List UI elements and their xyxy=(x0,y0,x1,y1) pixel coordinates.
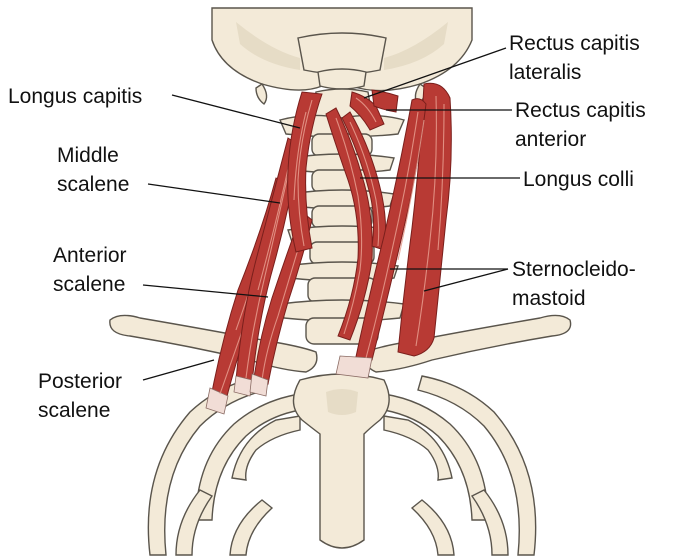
label-anterior-scalene-line1: Anterior xyxy=(53,244,127,267)
middle-scalene-muscle xyxy=(233,137,301,397)
leader-longus-capitis xyxy=(171,94,301,129)
label-longus-colli: Longus colli xyxy=(523,168,634,191)
rectus-capitis-anterior-muscle xyxy=(349,91,385,131)
label-middle-scalene-line2: scalene xyxy=(57,173,129,196)
leader-scm-2 xyxy=(423,268,509,292)
label-sternocleidomastoid-line2: mastoid xyxy=(512,287,586,310)
label-rectus-capitis-lateralis-line2: lateralis xyxy=(509,61,581,84)
rib-cage xyxy=(147,373,537,556)
leader-posterior-scalene xyxy=(142,359,215,381)
leader-anterior-scalene xyxy=(142,284,269,298)
longus-colli-muscle xyxy=(325,107,387,341)
label-longus-capitis: Longus capitis xyxy=(8,85,142,108)
label-rectus-capitis-anterior-line2: anterior xyxy=(515,128,586,151)
leader-rectus-capitis-lateralis xyxy=(363,47,507,99)
label-middle-scalene-line1: Middle xyxy=(57,144,119,167)
label-sternocleidomastoid-line1: Sternocleido- xyxy=(512,258,636,281)
label-anterior-scalene-line2: scalene xyxy=(53,273,125,296)
leader-lines xyxy=(142,47,520,381)
longus-capitis-muscle xyxy=(287,91,323,253)
label-posterior-scalene-line2: scalene xyxy=(38,399,110,422)
labels: Longus capitis Middle scalene Anterior s… xyxy=(8,32,646,422)
label-rectus-capitis-anterior-line1: Rectus capitis xyxy=(515,99,646,122)
label-posterior-scalene-line1: Posterior xyxy=(38,370,122,393)
label-rectus-capitis-lateralis-line1: Rectus capitis xyxy=(509,32,640,55)
leader-middle-scalene xyxy=(147,183,281,204)
